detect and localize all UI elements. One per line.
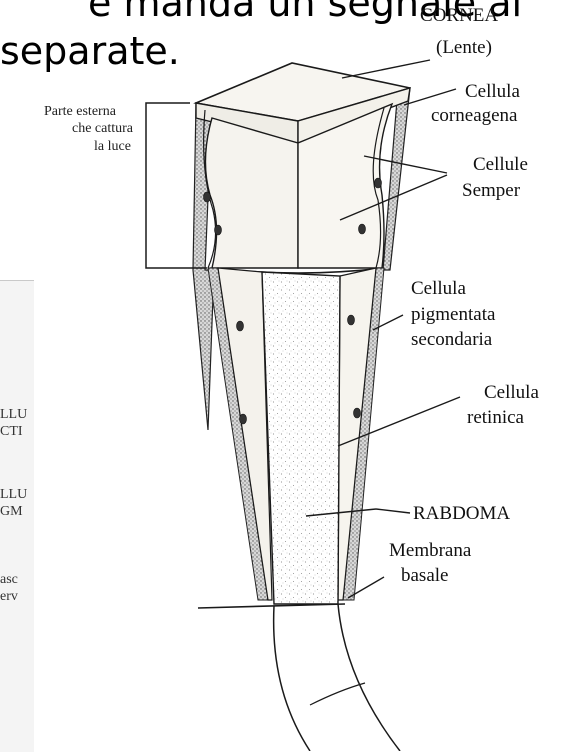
label-retinica-2: retinica [467, 406, 524, 429]
label-pigment-2: pigmentata [411, 303, 495, 326]
label-membrana-2: basale [401, 564, 448, 587]
label-pigment-1: Cellula [411, 277, 466, 300]
label-outer-part-3: la luce [94, 138, 131, 155]
label-semper-1: Cellule [473, 153, 528, 176]
label-rabdoma: RABDOMA [413, 502, 510, 525]
label-corneagena-1: Cellula [465, 80, 520, 103]
rhabdom [262, 272, 340, 604]
label-outer-part-2: che cattura [72, 120, 133, 137]
label-pigment-3: secondaria [411, 328, 492, 351]
label-membrana-1: Membrana [389, 539, 471, 562]
nerve-tail [274, 604, 400, 751]
label-retinica-1: Cellula [484, 381, 539, 404]
label-cornea: CORNEA [420, 4, 498, 27]
basal-membrane [198, 604, 345, 608]
label-corneagena-2: corneagena [431, 104, 518, 127]
label-lente: (Lente) [436, 36, 492, 59]
label-outer-part-1: Parte esterna [44, 103, 116, 120]
semper-cell-left [205, 118, 298, 268]
label-semper-2: Semper [462, 179, 520, 202]
